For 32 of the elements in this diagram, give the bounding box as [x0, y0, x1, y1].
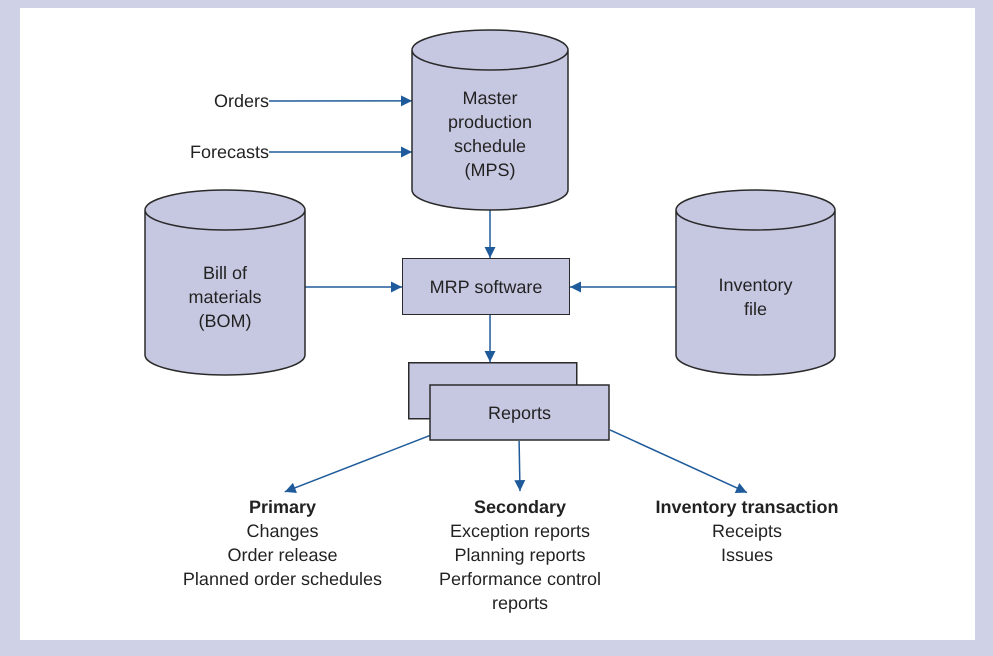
- list-item: Receipts: [710, 520, 784, 543]
- list-item: Exception reports: [448, 520, 592, 543]
- process-box: [402, 258, 570, 315]
- list-item: Changes: [245, 520, 320, 543]
- list-item: Planned order schedules: [182, 568, 384, 591]
- list-item: Order release: [226, 544, 339, 567]
- arrow: [610, 429, 748, 494]
- arrow: [514, 440, 526, 492]
- arrow: [484, 315, 496, 362]
- report-stack: [408, 362, 610, 441]
- list-item: Performance control reports: [438, 568, 602, 615]
- node-label: Master production schedule (MPS): [446, 87, 534, 182]
- database-cylinder: [412, 30, 568, 210]
- node-label: Bill of materials (BOM): [187, 262, 263, 332]
- arrow: [570, 282, 676, 292]
- arrow: [284, 434, 430, 493]
- node-label: MRP software: [430, 276, 542, 298]
- group-heading: Inventory transaction: [654, 496, 840, 519]
- database-cylinder: [145, 190, 305, 375]
- input-label: Orders: [195, 89, 269, 113]
- arrow: [484, 210, 496, 258]
- node-label: Reports: [488, 402, 552, 424]
- input-label: Forecasts: [176, 140, 269, 164]
- arrow: [305, 282, 402, 292]
- group-heading: Secondary: [472, 496, 568, 519]
- group-heading: Primary: [248, 496, 318, 519]
- database-cylinder: [676, 190, 835, 375]
- arrow: [269, 95, 412, 106]
- arrow: [269, 146, 412, 158]
- list-item: Planning reports: [453, 544, 587, 567]
- list-item: Issues: [720, 544, 774, 567]
- node-label: Inventory file: [717, 274, 794, 320]
